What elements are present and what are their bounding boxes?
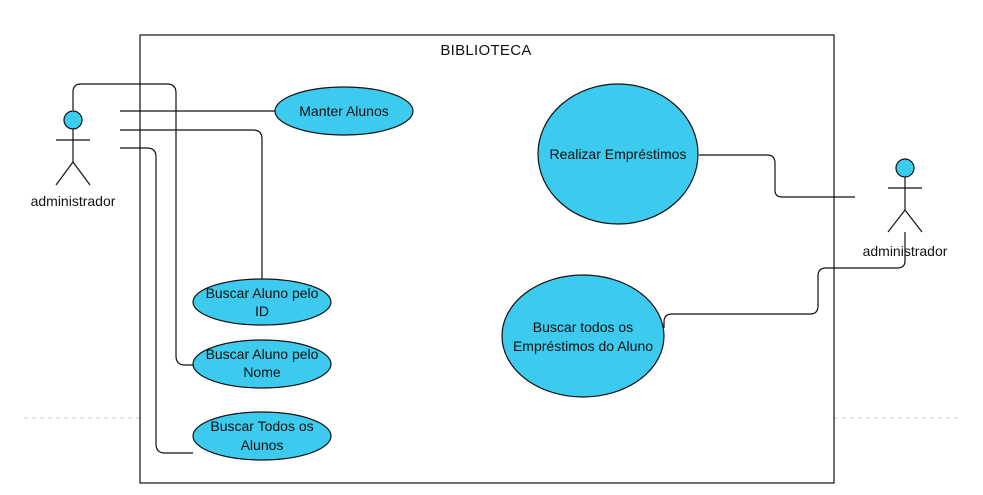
use-case-buscar-aluno-nome-label-line1: Buscar Aluno pelo <box>206 346 319 362</box>
use-case-buscar-emprestimos-aluno-ellipse <box>501 274 665 398</box>
use-case-buscar-aluno-nome[interactable]: Buscar Aluno pelo Nome <box>192 339 332 389</box>
right-actor-left-leg <box>887 209 906 233</box>
left-actor-left-leg <box>55 161 74 186</box>
connector-buscar-nome[interactable] <box>72 83 193 366</box>
use-case-buscar-todos-alunos-label-line2: Alunos <box>241 437 284 453</box>
system-title: BIBLIOTECA <box>440 42 531 59</box>
left-connectors <box>72 83 275 454</box>
use-case-manter-alunos-label: Manter Alunos <box>299 103 389 119</box>
connector-buscar-todos[interactable] <box>120 147 193 454</box>
left-actor-label: administrador <box>31 193 116 209</box>
use-case-realizar-emprestimos-label: Realizar Empréstimos <box>550 146 687 162</box>
left-actor[interactable]: administrador <box>31 110 116 209</box>
right-connectors <box>663 154 906 328</box>
right-actor[interactable]: administrador <box>863 158 948 259</box>
use-case-buscar-todos-alunos[interactable]: Buscar Todos os Alunos <box>192 411 332 461</box>
use-case-realizar-emprestimos-ellipse <box>537 83 699 225</box>
use-case-buscar-emprestimos-aluno-label-line1: Buscar todos os <box>533 319 633 335</box>
left-actor-head-icon <box>63 110 83 130</box>
use-case-buscar-aluno-id[interactable]: Buscar Aluno pelo ID <box>192 278 332 326</box>
use-case-buscar-emprestimos-aluno[interactable]: Buscar todos os Empréstimos do Aluno <box>501 274 665 398</box>
right-actor-right-leg <box>904 209 923 233</box>
system-boundary[interactable] <box>139 34 835 484</box>
connector-buscar-emprestimos[interactable] <box>663 232 906 328</box>
use-case-buscar-aluno-id-label-line2: ID <box>255 303 269 319</box>
use-case-buscar-aluno-nome-ellipse <box>192 339 332 389</box>
use-case-buscar-emprestimos-aluno-label-line2: Empréstimos do Aluno <box>513 338 653 354</box>
use-case-buscar-aluno-nome-label-line2: Nome <box>243 364 281 380</box>
use-case-realizar-emprestimos[interactable]: Realizar Empréstimos <box>537 83 699 225</box>
use-case-buscar-aluno-id-label-line1: Buscar Aluno pelo <box>206 285 319 301</box>
use-case-buscar-aluno-id-ellipse <box>192 278 332 326</box>
use-case-buscar-todos-alunos-label-line1: Buscar Todos os <box>210 418 313 434</box>
use-case-buscar-todos-alunos-ellipse <box>192 411 332 461</box>
left-actor-right-leg <box>72 161 91 186</box>
use-case-manter-alunos-ellipse <box>274 86 414 136</box>
right-actor-label: administrador <box>863 243 948 259</box>
connector-realizar-emprestimos[interactable] <box>699 154 855 198</box>
connector-buscar-id[interactable] <box>120 129 263 285</box>
use-case-manter-alunos[interactable]: Manter Alunos <box>274 86 414 136</box>
right-actor-head-icon <box>895 158 915 178</box>
